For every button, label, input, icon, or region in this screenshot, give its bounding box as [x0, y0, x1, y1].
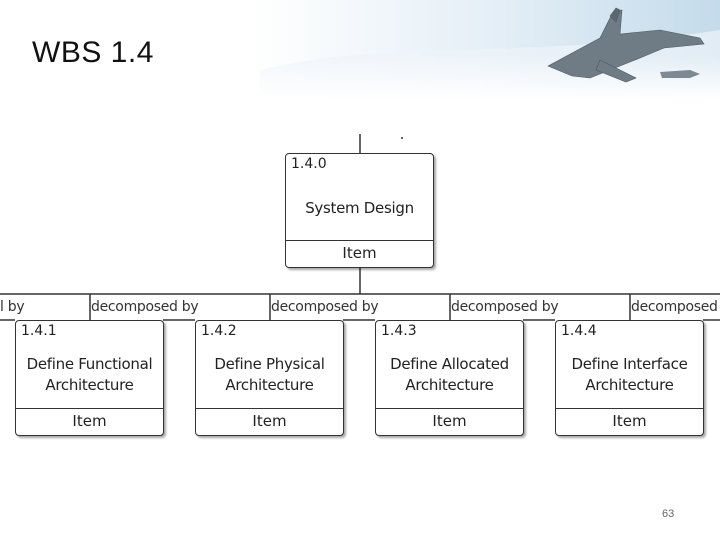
page-number: 63 — [662, 508, 674, 520]
relationship-label-partial-left: l by — [0, 299, 24, 315]
node-1-4-1[interactable]: 1.4.1 Define Functional Architecture Ite… — [15, 320, 164, 436]
node-name-text: System Design — [305, 198, 414, 219]
node-1-4-2[interactable]: 1.4.2 Define Physical Architecture Item — [195, 320, 344, 436]
relationship-label-3: decomposed by — [451, 299, 558, 315]
node-name-line1: Define Interface — [571, 354, 687, 375]
node-id: 1.4.4 — [561, 323, 597, 339]
node-type: Item — [196, 408, 343, 435]
node-id: 1.4.3 — [381, 323, 417, 339]
node-name: System Design — [286, 176, 433, 240]
node-name-line1: Define Allocated — [390, 354, 509, 375]
node-name-line1: Define Functional — [27, 354, 153, 375]
node-name-line2: Architecture — [45, 375, 133, 396]
node-id: 1.4.0 — [291, 156, 327, 172]
relationship-label-partial-right: decomposed — [631, 299, 720, 315]
node-name-line1: Define Physical — [214, 354, 324, 375]
node-name: Define Physical Architecture — [196, 353, 343, 397]
node-1-4-4[interactable]: 1.4.4 Define Interface Architecture Item — [555, 320, 704, 436]
node-name: Define Functional Architecture — [16, 353, 163, 397]
node-type: Item — [556, 408, 703, 435]
relationship-label-2: decomposed by — [271, 299, 378, 315]
node-name-line2: Architecture — [585, 375, 673, 396]
node-type: Item — [376, 408, 523, 435]
node-name: Define Allocated Architecture — [376, 353, 523, 397]
node-name-line2: Architecture — [405, 375, 493, 396]
node-id: 1.4.1 — [21, 323, 57, 339]
node-id: 1.4.2 — [201, 323, 237, 339]
node-type: Item — [16, 408, 163, 435]
node-1-4-3[interactable]: 1.4.3 Define Allocated Architecture Item — [375, 320, 524, 436]
relationship-label-1: decomposed by — [91, 299, 198, 315]
node-name-line2: Architecture — [225, 375, 313, 396]
node-1-4-0[interactable]: 1.4.0 System Design Item — [285, 153, 434, 268]
node-name: Define Interface Architecture — [556, 353, 703, 397]
node-type: Item — [286, 240, 433, 267]
